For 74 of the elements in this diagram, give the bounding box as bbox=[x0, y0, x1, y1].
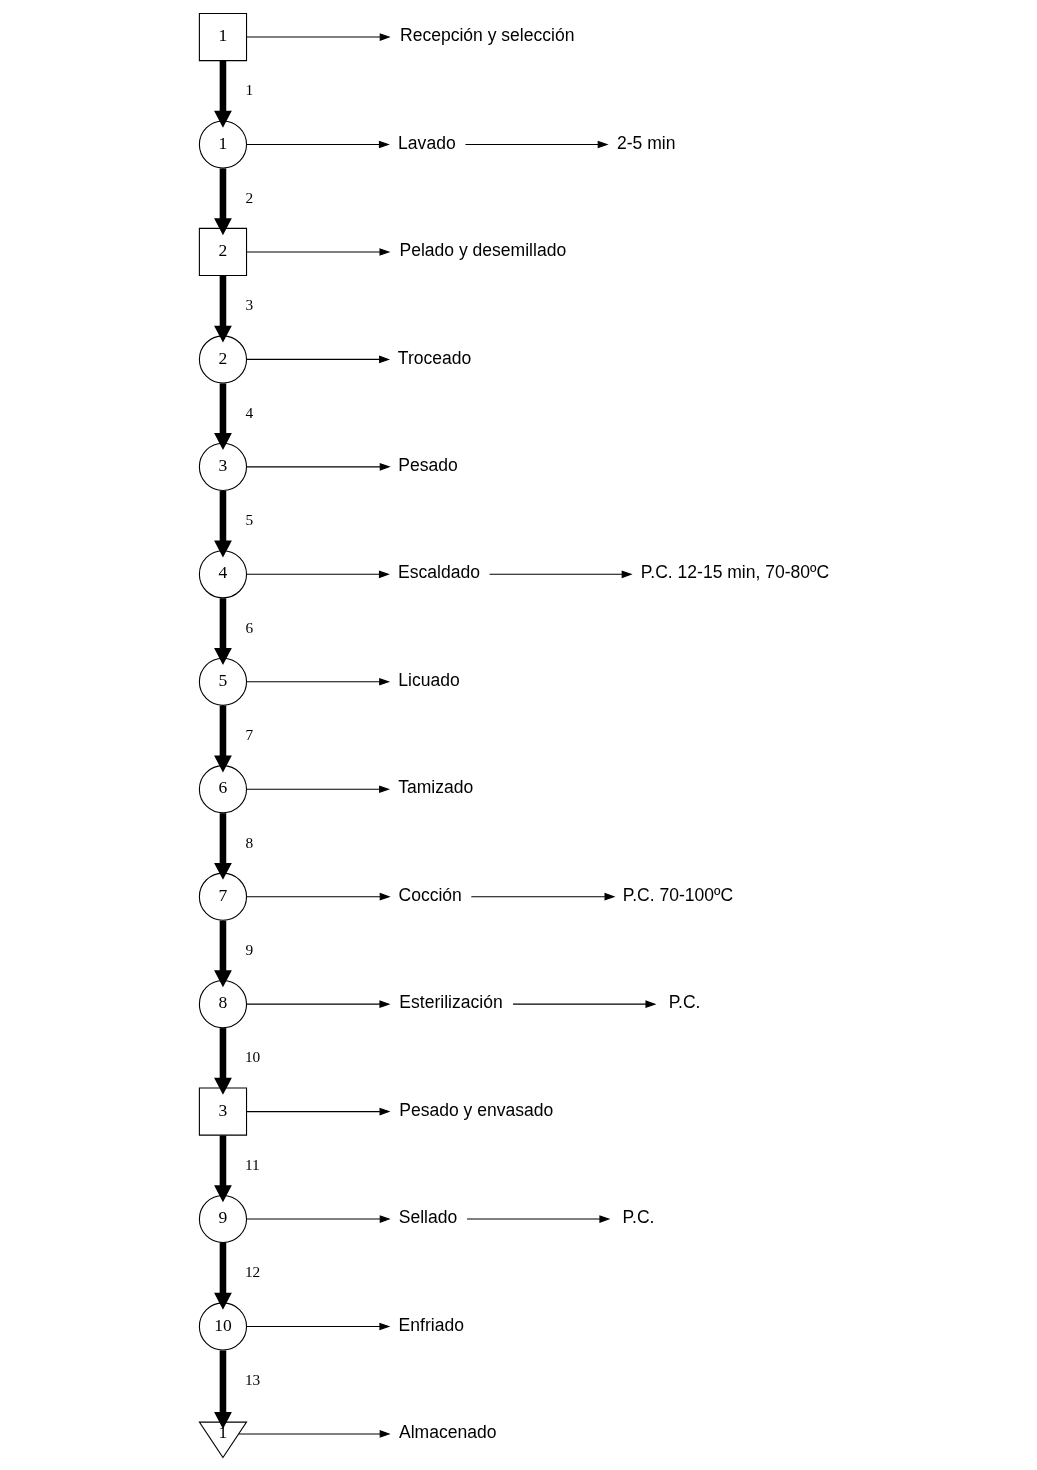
arrow bbox=[237, 1429, 391, 1438]
arrow bbox=[213, 167, 232, 235]
arrow bbox=[245, 569, 390, 578]
node-text: Escaldado bbox=[397, 561, 480, 582]
arrow bbox=[213, 597, 232, 665]
edge-label: 10 bbox=[244, 1047, 260, 1065]
edge-label: 3 bbox=[244, 295, 253, 313]
arrow bbox=[245, 32, 391, 41]
arrow bbox=[245, 677, 390, 686]
node-text: P.C. 12-15 min, 70-80ºC bbox=[640, 561, 829, 582]
edge-label: 9 bbox=[244, 940, 253, 958]
arrow bbox=[245, 892, 391, 901]
edge-label: 7 bbox=[244, 725, 253, 743]
node-circle: 10 bbox=[198, 1301, 247, 1351]
arrow bbox=[213, 60, 232, 128]
node-box: 1 bbox=[198, 12, 247, 61]
node-circle: 7 bbox=[198, 872, 247, 921]
edge-label: 6 bbox=[244, 618, 253, 636]
node-text: Almacenado bbox=[398, 1421, 496, 1442]
arrow bbox=[213, 812, 232, 880]
node-text: Lavado bbox=[397, 132, 456, 153]
edge-label: 4 bbox=[244, 403, 253, 421]
arrow bbox=[488, 569, 633, 578]
arrow bbox=[245, 140, 390, 148]
edge-label: 1 bbox=[244, 80, 253, 98]
node-circle: 8 bbox=[198, 979, 247, 1028]
node-text: Esterilización bbox=[398, 991, 503, 1012]
arrow bbox=[245, 355, 390, 363]
node-box: 2 bbox=[198, 227, 247, 276]
node-text: P.C. 70-100ºC bbox=[622, 884, 733, 905]
node-box: 3 bbox=[198, 1086, 247, 1136]
edge-label: 5 bbox=[244, 510, 253, 528]
node-circle: 6 bbox=[198, 764, 247, 813]
edge-label: 2 bbox=[244, 188, 253, 206]
edge-label: 8 bbox=[244, 833, 253, 851]
arrow bbox=[512, 999, 656, 1008]
arrow bbox=[213, 1349, 232, 1429]
node-text: Pesado bbox=[397, 454, 458, 475]
edge-label: 13 bbox=[244, 1370, 260, 1388]
arrow bbox=[466, 1214, 610, 1223]
arrow bbox=[213, 382, 232, 450]
arrow bbox=[213, 1027, 232, 1095]
node-text: P.C. bbox=[622, 1206, 654, 1227]
node-circle: 9 bbox=[198, 1194, 247, 1243]
node-text: Licuado bbox=[397, 669, 460, 690]
arrow bbox=[245, 999, 390, 1008]
node-text: Pelado y desemillado bbox=[398, 239, 566, 260]
arrow bbox=[213, 490, 232, 557]
node-text: P.C. bbox=[668, 991, 700, 1012]
node-circle: 5 bbox=[198, 657, 247, 706]
arrow bbox=[213, 275, 232, 343]
arrow bbox=[245, 462, 391, 471]
node-circle: 3 bbox=[198, 442, 247, 491]
node-text: Enfriado bbox=[398, 1314, 464, 1335]
node-text: Tamizado bbox=[397, 776, 473, 797]
arrow bbox=[245, 247, 390, 256]
edge-label: 11 bbox=[244, 1155, 260, 1173]
node-circle: 4 bbox=[198, 549, 247, 598]
arrow bbox=[470, 892, 615, 901]
node-circle: 2 bbox=[198, 334, 247, 384]
edge-label: 12 bbox=[244, 1262, 260, 1280]
node-text: Sellado bbox=[398, 1206, 457, 1227]
arrow bbox=[245, 784, 390, 793]
node-text: Pesado y envasado bbox=[398, 1099, 553, 1120]
node-text: 2-5 min bbox=[616, 132, 675, 153]
node-text: Cocción bbox=[398, 884, 462, 905]
arrow bbox=[245, 1214, 391, 1223]
node-text: Troceado bbox=[397, 347, 471, 368]
arrow bbox=[245, 1322, 390, 1330]
arrow bbox=[464, 140, 609, 148]
arrow bbox=[213, 1242, 232, 1310]
node-text: Recepción y selección bbox=[399, 24, 574, 45]
arrow bbox=[245, 1107, 390, 1115]
node-circle: 1 bbox=[198, 119, 247, 169]
